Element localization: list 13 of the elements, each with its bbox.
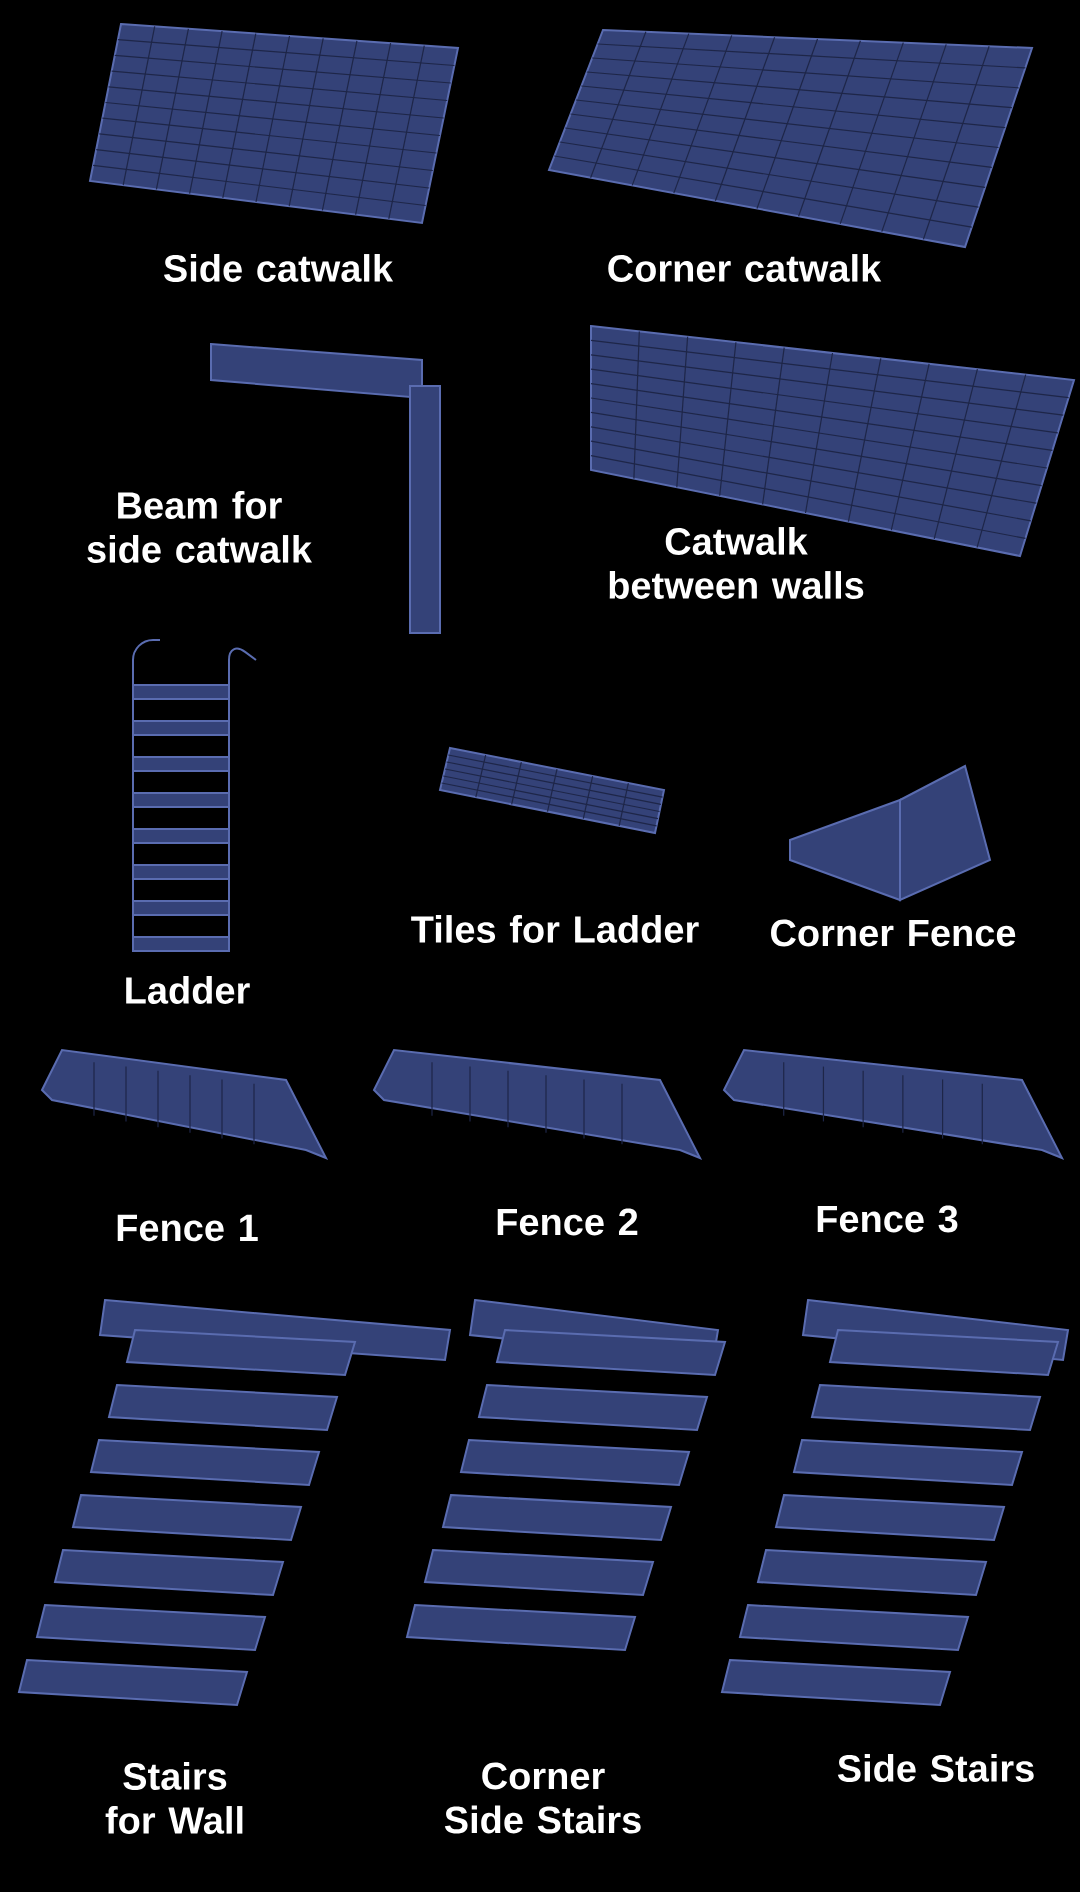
part-label: Fence 2 <box>497 1208 638 1236</box>
part-label: Tiles for Ladder <box>411 915 699 943</box>
part-label: Corner Fence <box>771 919 1016 947</box>
part-label: Side catwalk <box>164 254 394 282</box>
part-label: Ladder <box>126 976 250 1004</box>
part-label: Stairs for Wall <box>105 1762 243 1834</box>
part-label: Fence 1 <box>117 1214 258 1242</box>
part-label: Corner Side Stairs <box>444 1762 641 1834</box>
part-label: Beam for side catwalk <box>87 491 313 563</box>
part-label: Corner catwalk <box>608 254 882 282</box>
part-label: Side Stairs <box>837 1754 1034 1782</box>
part-label: Fence 3 <box>817 1205 958 1233</box>
part-label: Catwalk between walls <box>609 527 864 599</box>
